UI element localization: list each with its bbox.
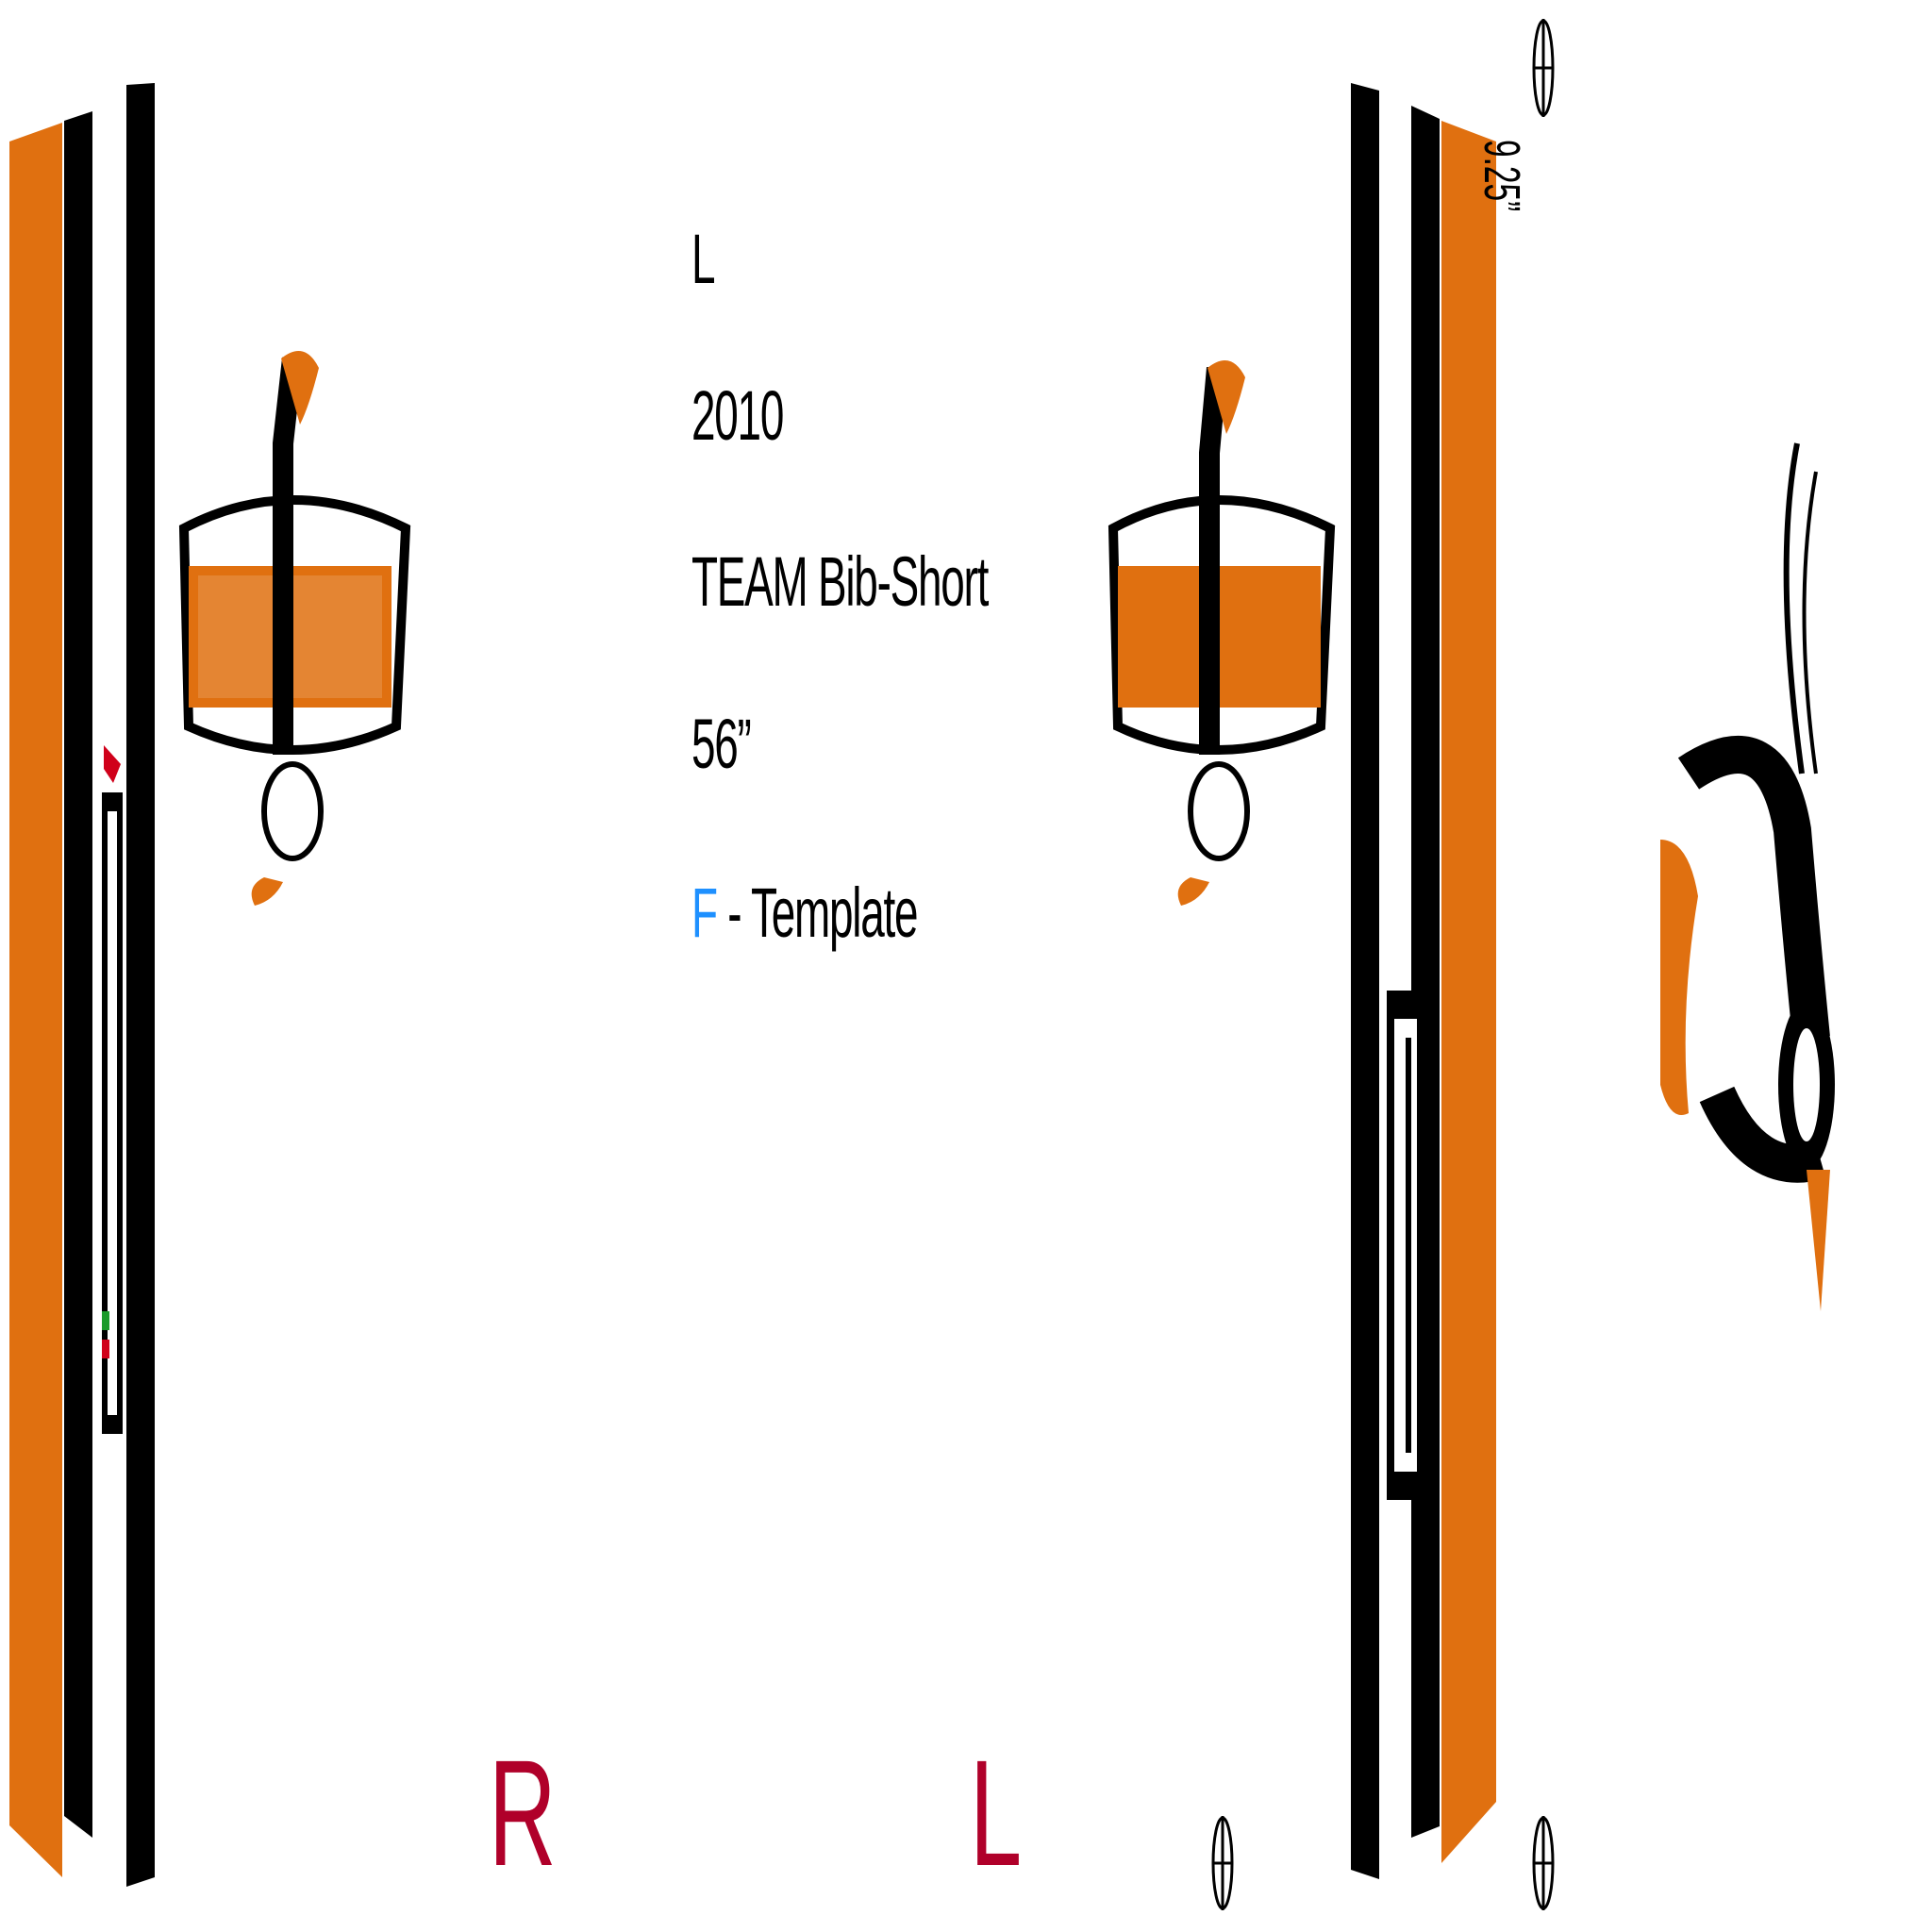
side-left-marker: L <box>970 1728 1023 1897</box>
panel-suffix: - Template <box>716 874 918 952</box>
side-right-marker: R <box>489 1728 557 1897</box>
size-label: L <box>691 220 716 298</box>
measurement-label: 9.25” <box>1474 140 1530 212</box>
panel-letter: F <box>691 874 718 952</box>
registration-mark-icon <box>1532 1816 1555 1910</box>
product-name: TEAM Bib-Short <box>691 542 989 621</box>
left-black-edge <box>126 83 155 1887</box>
left-black-stripe <box>64 111 92 1838</box>
left-orange-stripe <box>9 123 62 1877</box>
panel-title: F - Template <box>691 873 919 953</box>
team-crest-logo <box>1108 360 1336 906</box>
team-crest-logo <box>178 351 411 906</box>
road-runner-logo <box>1660 442 1835 1311</box>
registration-mark-icon <box>1532 19 1555 117</box>
right-orange-stripe <box>1441 121 1496 1863</box>
year-label: 2010 <box>691 376 784 455</box>
left-brand-wordmark <box>102 745 123 1434</box>
right-black-edge <box>1351 83 1379 1879</box>
registration-mark-icon <box>1211 1816 1234 1910</box>
right-black-stripe <box>1411 106 1440 1838</box>
right-brand-wordmark <box>1387 991 1424 1500</box>
length-label: 56” <box>691 705 752 783</box>
